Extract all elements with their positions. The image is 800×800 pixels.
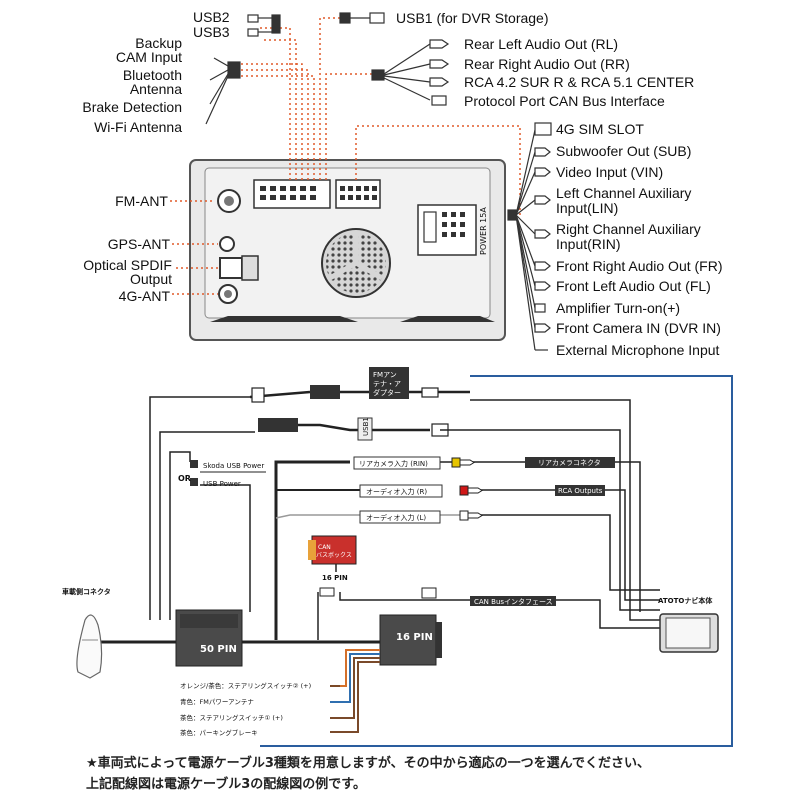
label-spdif-1: Optical SPDIF <box>83 257 172 273</box>
rear-cam-in: リアカメラ入力 (RIN) <box>359 459 428 468</box>
label-rca-sur: RCA 4.2 SUR R & RCA 5.1 CENTER <box>464 74 694 90</box>
pin16-small: 16 PIN <box>322 574 348 582</box>
wire-1: 青色：FMパワーアンテナ <box>180 697 254 706</box>
label-rear-left: Rear Left Audio Out (RL) <box>464 36 618 52</box>
label-spdif-2: Output <box>130 271 172 287</box>
can-if: CAN Busインタフェース <box>474 597 553 606</box>
main-harness-port <box>253 179 331 209</box>
wire-2: 茶色：ステアリングスイッチ① (+) <box>180 713 283 722</box>
right-label-3b: Input(LIN) <box>556 200 618 216</box>
right-label-1: Subwoofer Out (SUB) <box>556 143 691 159</box>
label-usb1: USB1 (for DVR Storage) <box>396 10 549 26</box>
label-wifi: Wi-Fi Antenna <box>94 119 182 135</box>
leader-lines <box>170 17 521 295</box>
label-backup-cam-1: Backup <box>135 35 182 51</box>
rca-outputs: RCA Outputs <box>558 487 603 495</box>
can-box-2: バスボックス <box>316 551 352 559</box>
vehicle-conn: 車載側コネクタ <box>62 587 111 596</box>
fm-adapter-3: ダプター <box>373 388 401 397</box>
usb-power: USB Power <box>203 480 241 488</box>
right-label-3a: Left Channel Auxiliary <box>556 185 691 201</box>
right-label-7: Amplifier Turn-on(+) <box>556 300 680 316</box>
can-box-1: CAN <box>318 544 331 551</box>
right-label-4b: Input(RIN) <box>556 236 621 252</box>
pin50: 50 PIN <box>200 644 237 655</box>
wire-0: オレンジ/茶色：ステアリングスイッチ② (+) <box>180 681 311 690</box>
label-bluetooth-1: Bluetooth <box>123 67 182 83</box>
power-label: POWER 15A <box>479 207 488 255</box>
label-rear-right: Rear Right Audio Out (RR) <box>464 56 630 72</box>
right-label-8: Front Camera IN (DVR IN) <box>556 320 721 336</box>
wire-3: 茶色：パーキングブレーキ <box>180 728 258 737</box>
skoda-usb-power: Skoda USB Power <box>203 462 264 470</box>
right-label-5: Front Right Audio Out (FR) <box>556 258 723 274</box>
label-usb3: USB3 <box>193 24 230 40</box>
aux-harness-port <box>335 179 381 209</box>
label-backup-cam-2: CAM Input <box>116 49 182 65</box>
fm-adapter-2: テナ・ア <box>373 380 401 388</box>
audio-r: オーディオ入力 (R) <box>366 487 427 496</box>
car-icon <box>76 614 103 679</box>
label-usb2: USB2 <box>193 9 230 25</box>
label-bluetooth-2: Antenna <box>130 81 182 97</box>
label-fm-ant: FM-ANT <box>115 193 168 209</box>
right-label-6: Front Left Audio Out (FL) <box>556 278 711 294</box>
bottom-wiring <box>76 375 733 747</box>
label-gps-ant: GPS-ANT <box>108 236 171 252</box>
right-labels: 4G SIM SLOT Subwoofer Out (SUB) Video In… <box>556 121 723 358</box>
or-label: OR <box>178 474 191 483</box>
label-brake: Brake Detection <box>82 99 182 115</box>
right-label-9: External Microphone Input <box>556 342 720 358</box>
note-line-1: ★車両式によって電源ケーブル3種類を用意しますが、その中から適応の一つを選んでく… <box>86 756 650 771</box>
head-unit-back: POWER 15A <box>189 159 506 341</box>
wiring-tags: FMアン テナ・ア ダプター USB1 Skoda USB Power USB … <box>62 367 713 737</box>
audio-l: オーディオ入力 (L) <box>366 513 426 522</box>
right-label-4a: Right Channel Auxiliary <box>556 221 701 237</box>
usb1-tag: USB1 <box>362 417 370 436</box>
label-4g-ant: 4G-ANT <box>119 288 171 304</box>
rear-cam-conn: リアカメラコネクタ <box>538 458 601 467</box>
label-protocol: Protocol Port CAN Bus Interface <box>464 93 665 109</box>
top-cables <box>205 12 552 351</box>
fm-adapter-1: FMアン <box>373 371 397 379</box>
atoto-unit: ATOTOナビ本体 <box>658 596 713 605</box>
right-label-2: Video Input (VIN) <box>556 164 663 180</box>
right-label-0: 4G SIM SLOT <box>556 121 644 137</box>
note-line-2: 上記配線図は電源ケーブル3の配線図の例です。 <box>86 777 366 792</box>
pin16: 16 PIN <box>396 632 433 643</box>
